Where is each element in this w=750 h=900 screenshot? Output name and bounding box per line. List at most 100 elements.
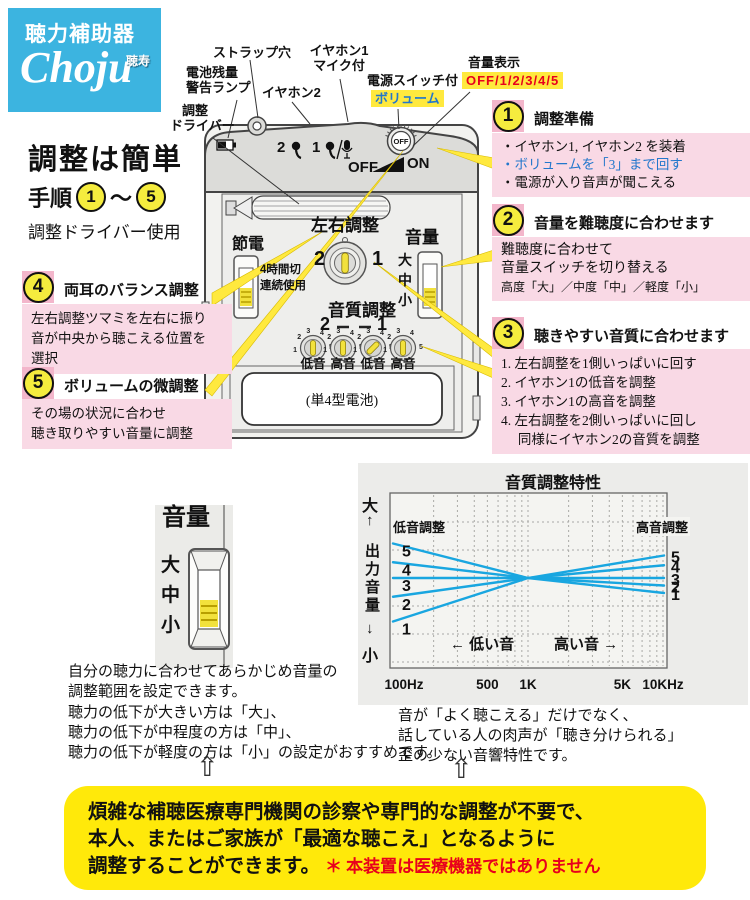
blowup-small: 小 [161,615,181,636]
svg-text:1: 1 [671,587,680,604]
device-side-clip [472,395,481,421]
svg-text:1: 1 [353,347,357,354]
svg-text:1: 1 [323,347,327,354]
footer-medical-note: ＊ 本装置は医療機器ではありません [324,857,601,876]
up-arrow-left: ⇧ [196,752,219,782]
volume-note-p1-l1: 自分の聴力に合わせてあらかじめ音量の [68,664,338,680]
jack2-number: 2 [277,139,286,156]
footer-callout: 煩雑な補聴医療専門機関の診察や専門的な調整が不要で、 本人、またはご家族が「最適… [64,786,706,890]
blowup-switch-ridges [201,605,217,621]
volume-note-p2-l2: 聴力の低下が中程度の方は「中」、 [68,725,301,741]
svg-text:2: 2 [357,334,361,341]
battery-compartment [229,365,455,431]
svg-text:1: 1 [293,347,297,354]
y-down-arrow: ↓ [366,620,374,637]
chart-note-l3: 歪の少ない音響特性です。 [398,748,577,764]
callout-wedges [204,147,501,397]
svg-text:5: 5 [402,544,411,561]
slash-icon [336,139,343,160]
svg-text:3: 3 [306,328,310,335]
step1-line1: ・イヤホン1, イヤホン2 を装着 [501,139,686,154]
svg-text:3: 3 [396,328,400,335]
step3-line4: 4. 左右調整を2側いっぱいに回し [501,413,697,428]
volume-knob-label: ボリューム [371,90,444,107]
brand-name: Choju [20,43,133,92]
tone-label: 音質調整 [328,301,396,320]
volume-note-p2-l3: 聴力の低下が軽度の方は「小」の設定がおすすめです。 [68,745,442,761]
svg-text:4: 4 [350,330,354,337]
svg-text:500: 500 [476,677,499,692]
step-circle-5: 5 [136,182,167,212]
svg-text:1K: 1K [519,677,537,692]
bass-fan-label: 低音調整 [391,517,448,536]
brand-logo: 聴力補助器 Choju 聴寿 [8,8,161,112]
intro-step-word: 手順 [28,186,73,211]
svg-text:1: 1 [402,622,411,639]
battery-warning-label: 電池残量 警告ランプ [186,65,251,95]
treble-fan-label: 高音調整 [634,517,691,536]
power-save-ridges [241,291,251,303]
step2-number: 2 [492,204,524,236]
step3-line1: 1. 左右調整を1側いっぱいに回す [501,356,697,371]
chart-title: 音質調整特性 [504,475,601,492]
step2-line3: 高度「大」／中度「中」／軽度「小」 [501,280,706,294]
volume-size-column: 大 中 小 [398,250,412,310]
device-volume-label: 音量 [405,228,439,247]
on-off-wedge [372,157,404,172]
step2-line2: 音量スイッチを切り替える [501,261,669,276]
screwdriver-hatch [254,200,388,217]
balance-1: 1 [372,248,384,270]
step5-line2: 聴き取りやすい音量に調整 [31,426,193,441]
svg-text:2: 2 [402,597,411,614]
step1-body: ・イヤホン1, イヤホン2 を装着 ・ボリュームを「3」まで回す ・電源が入り音… [492,133,750,197]
on-text: ON [407,155,430,172]
svg-text:100Hz: 100Hz [384,677,423,692]
device-top-cap [204,121,479,193]
balance-label: 左右調整 [311,216,379,235]
volume-note-p2-l1: 聴力の低下が大きい方は「大」、 [68,705,286,721]
timer-label-l2: 連続使用 [260,280,306,292]
vol-small: 小 [398,292,412,308]
step3-title: 聴きやすい音質に合わせます [534,328,730,345]
svg-text:10KHz: 10KHz [642,677,684,692]
balance-knob-slot [341,252,349,274]
step1-tab: 1 [492,100,524,132]
screwdriver-label-l2: ドライバー [170,118,235,133]
high-sound-annotation: 高い音 → [554,636,619,653]
step5-title: ボリュームの微調整 [64,378,199,395]
svg-text:5K: 5K [614,677,632,692]
knob-label-bass2: 低音 [360,357,386,371]
y-min-label: 小 [362,648,379,665]
jack1-number: 1 [312,139,321,156]
step4-tab: 4 [22,271,54,303]
step5-line1: その場の状況に合わせ [31,406,166,421]
product-type-label: 聴力補助器 [25,23,135,46]
step1-number: 1 [492,100,524,132]
screwdriver-handle [251,195,391,220]
battery-warning-l1: 電池残量 [186,65,239,80]
footer-line3: 調整することができます。 ＊ 本装置は医療機器ではありません [88,853,682,880]
svg-text:2: 2 [671,580,680,597]
intro-subtitle: 調整ドライバー使用 [28,223,181,242]
svg-text:4: 4 [380,330,384,337]
chart-note-l2: 話している人の肉声が「聴き分けられる」 [398,728,683,744]
timer-label-l1: 4時間切 [260,264,301,276]
wedge-step5 [204,150,404,397]
step5-body: その場の状況に合わせ 聴き取りやすい音量に調整 [22,399,232,449]
step1-line3: ・電源が入り音声が聞こえる [501,175,677,190]
svg-text:2: 2 [387,334,391,341]
low-sound-annotation: ← 低い音 [450,636,515,653]
battery-warning-l2: 警告ランプ [186,80,251,95]
volume-note-p1-l2: 調整範囲を設定できます。 [68,684,247,700]
step4-body: 左右調整ツマミを左右に振り 音が中央から聴こえる位置を 選択 [22,304,232,374]
earphone1-label: イヤホン1 マイク付 [306,43,372,73]
svg-text:3: 3 [671,572,680,589]
chart-note: 音が「よく聴こえる」だけでなく、 話している人の肉声が「聴き分けられる」 歪の少… [398,706,683,766]
step4-line1: 左右調整ツマミを左右に振り [31,311,207,326]
svg-text:4: 4 [410,330,414,337]
step3-line5: 同様にイヤホン2の音質を調整 [501,432,700,447]
earphone1-label-l2: マイク付 [313,58,365,73]
brand-kanji: 聴寿 [126,54,151,68]
screwdriver-label-l1: 調整 [182,103,209,118]
step1-line2: ・ボリュームを「3」まで回す [501,157,683,172]
